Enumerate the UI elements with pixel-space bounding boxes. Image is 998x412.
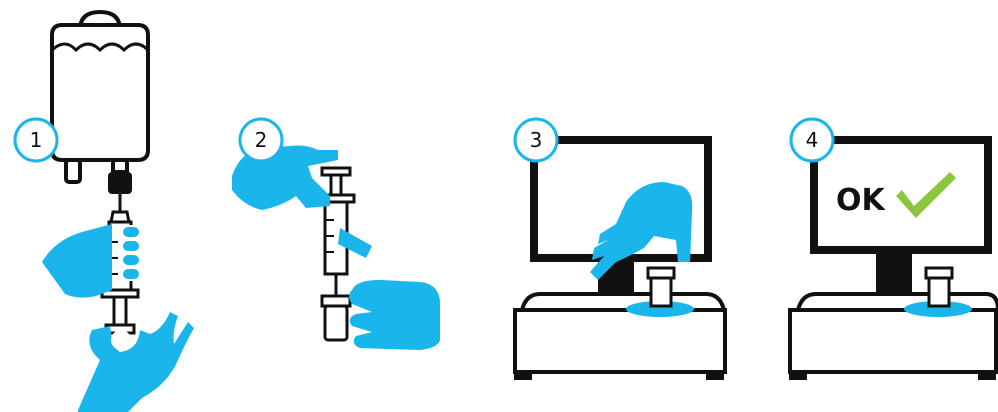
step-badge-4: 4	[791, 119, 833, 161]
step-number-2: 2	[255, 128, 268, 152]
vial	[322, 296, 350, 340]
hand-pulling-plunger	[78, 312, 194, 412]
result-ok-text: OK	[836, 183, 887, 218]
vial	[926, 268, 952, 306]
step-1-panel: 1	[15, 12, 194, 412]
step-badge-3: 3	[515, 119, 557, 161]
step-number-4: 4	[806, 128, 819, 152]
analyzer-base	[514, 294, 725, 380]
step-number-3: 3	[530, 128, 543, 152]
step-badge-1: 1	[15, 119, 57, 161]
vial	[648, 268, 674, 306]
step-badge-2: 2	[240, 119, 282, 161]
hand-holding-vial	[349, 280, 440, 350]
monitor: OK	[814, 140, 988, 294]
step-number-1: 1	[30, 128, 43, 152]
step-2-panel: 2	[232, 119, 440, 350]
iv-bag	[52, 12, 148, 194]
step-3-panel: 3	[514, 119, 725, 380]
step-4-panel: OK 4	[789, 119, 998, 380]
